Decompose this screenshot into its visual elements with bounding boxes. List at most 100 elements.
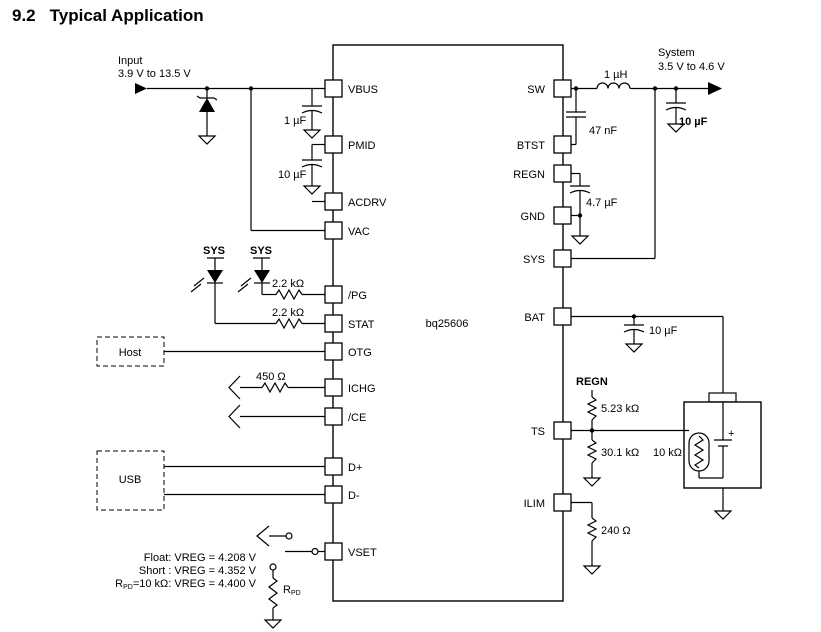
vset-rpd-note: RPD=10 kΩ: VREG = 4.400 V [115, 578, 257, 591]
pin-label: ILIM [524, 498, 545, 510]
right-pin-labels: SW BTST REGN GND SYS BAT TS ILIM [513, 84, 545, 510]
section-heading: 9.2 Typical Application [12, 6, 204, 26]
input-net: Input 3.9 V to 13.5 V [118, 55, 325, 232]
pin-stat [324, 314, 343, 333]
pin-acdrv [324, 192, 343, 211]
pin-dminus [324, 485, 343, 504]
cap-pmid-label: 10 µF [278, 169, 307, 181]
pin-label: PMID [348, 140, 376, 152]
tvs-diode-icon [199, 98, 215, 112]
inductor-label: 1 µH [604, 69, 628, 81]
pin-label: REGN [513, 169, 545, 181]
cap-btst-label: 47 nF [589, 125, 617, 137]
system-range: 3.5 V to 4.6 V [658, 61, 725, 73]
ground-arrow-icon [256, 525, 270, 547]
input-arrow-icon [135, 83, 147, 94]
chip-name: bq25606 [426, 318, 469, 330]
section-number: 9.2 [12, 6, 36, 25]
led-section: SYS SYS 2.2 kΩ 2.2 kΩ [190, 245, 325, 330]
vset-short-note: Short : VREG = 4.352 V [139, 565, 257, 577]
resistor-pg-icon [275, 288, 303, 301]
pin-label: ACDRV [348, 197, 387, 209]
led-pg-icon [254, 270, 270, 283]
cap-vbus-label: 1 µF [284, 115, 307, 127]
res-ts-top-label: 5.23 kΩ [601, 403, 639, 415]
regn-gnd-net: 4.7 µF [569, 172, 618, 245]
sw-sys-net: System 3.5 V to 4.6 V 1 µH 47 nF 10 µF [566, 47, 725, 260]
pin-label: OTG [348, 347, 372, 359]
host-block: Host [96, 336, 325, 367]
pin-label: SYS [523, 254, 545, 266]
vset-net: RPD Float: VREG = 4.208 V Short : VREG =… [115, 525, 325, 629]
pin-label: VBUS [348, 84, 378, 96]
usb-block: USB [96, 450, 325, 511]
pin-label: /CE [348, 412, 366, 424]
vbus-pmid-caps: 1 µF 10 µF [278, 88, 325, 195]
thermistor-label: 10 kΩ [653, 447, 682, 459]
resistor-ilim-icon [586, 517, 598, 542]
bat-net: 10 µF [571, 314, 724, 393]
ilim-net: 240 Ω [571, 501, 631, 575]
pin-vset [324, 542, 343, 561]
pin-label: /PG [348, 290, 367, 302]
system-label: System [658, 47, 695, 59]
resistor-ts-top-icon [586, 396, 598, 421]
pin-label: D- [348, 490, 360, 502]
battery-plus-label: + [728, 428, 734, 440]
ts-net: REGN 5.23 kΩ 30.1 kΩ [571, 376, 689, 487]
pin-bat [553, 307, 572, 326]
pin-label: GND [521, 211, 546, 223]
resistor-stat-icon [275, 317, 303, 330]
res-rpd-label: RPD [283, 584, 301, 597]
pin-label: VSET [348, 547, 377, 559]
right-pins [553, 79, 572, 512]
res-ts-bottom-label: 30.1 kΩ [601, 447, 639, 459]
pin-vbus [324, 79, 343, 98]
sys-net-label-1: SYS [203, 245, 225, 257]
resistor-ichg-icon [261, 381, 289, 394]
output-arrow-icon [708, 82, 722, 95]
res-pg-label: 2.2 kΩ [272, 278, 304, 290]
pin-dplus [324, 457, 343, 476]
resistor-ts-bottom-icon [586, 439, 598, 464]
ground-arrow-icon [228, 375, 241, 400]
pin-label: ICHG [348, 383, 376, 395]
pin-ichg [324, 378, 343, 397]
chip-body [332, 44, 564, 602]
pin-sys [553, 249, 572, 268]
cap-sys-label: 10 µF [679, 116, 708, 128]
ichg-net: 450 Ω [228, 371, 325, 400]
pin-gnd [553, 206, 572, 225]
pin-pmid [324, 135, 343, 154]
res-ichg-label: 450 Ω [256, 371, 286, 383]
input-range: 3.9 V to 13.5 V [118, 68, 191, 80]
pin-otg [324, 342, 343, 361]
led-stat-icon [207, 270, 223, 283]
host-label: Host [119, 347, 142, 359]
cap-regn-label: 4.7 µF [586, 197, 618, 209]
ground-arrow-icon [228, 404, 241, 429]
battery-pack: + 10 kΩ [653, 392, 762, 520]
inductor-icon [596, 82, 631, 89]
section-title: Typical Application [49, 6, 204, 25]
cap-bat-label: 10 µF [649, 325, 678, 337]
ce-net [228, 404, 325, 429]
pin-label: SW [527, 84, 545, 96]
sys-net-label-2: SYS [250, 245, 272, 257]
pin-btst [553, 135, 572, 154]
pin-label: D+ [348, 462, 362, 474]
res-stat-label: 2.2 kΩ [272, 307, 304, 319]
resistor-rpd-icon [268, 577, 278, 609]
pin-label: BTST [517, 140, 545, 152]
pin-vac [324, 221, 343, 240]
pin-pg [324, 285, 343, 304]
pin-ts [553, 421, 572, 440]
regn-net-label: REGN [576, 376, 608, 388]
pin-label: STAT [348, 319, 375, 331]
pin-label: VAC [348, 226, 370, 238]
usb-label: USB [119, 474, 142, 486]
pin-label: TS [531, 426, 545, 438]
pin-label: BAT [524, 312, 545, 324]
pin-regn [553, 164, 572, 183]
input-label: Input [118, 55, 142, 67]
